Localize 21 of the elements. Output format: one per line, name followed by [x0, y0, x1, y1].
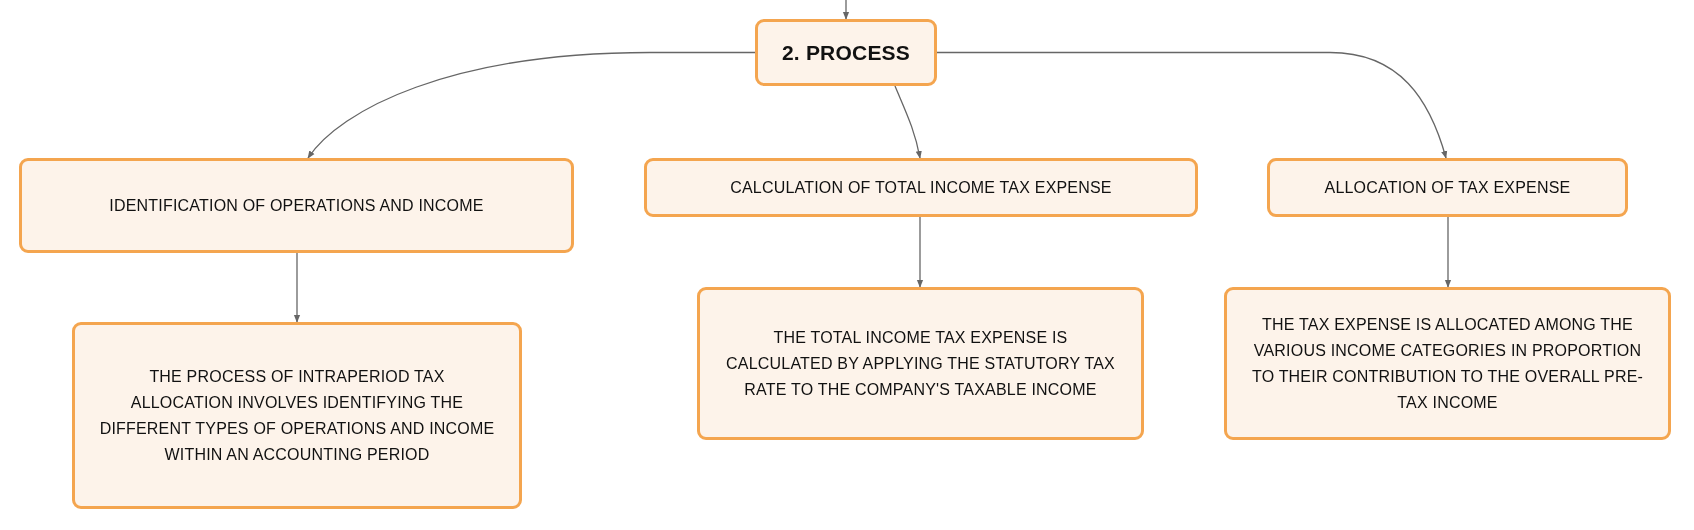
box-text: CALCULATION OF TOTAL INCOME TAX EXPENSE	[730, 177, 1112, 198]
connector-arrow	[1444, 216, 1452, 288]
box-text: THE TAX EXPENSE IS ALLOCATED AMONG THE VARIOUS INCOME CATEGORIES IN PROPORTION TO THEIR CONTRIBUTION TO THE OVERALL PRE-TAX INCOME	[1250, 314, 1645, 413]
connector-arrow	[916, 216, 924, 288]
process-step-box	[1267, 158, 1628, 217]
connector-arrow	[293, 252, 301, 323]
connector-arrow	[307, 51, 756, 159]
process-step-box	[19, 158, 574, 253]
box-text: IDENTIFICATION OF OPERATIONS AND INCOME	[109, 195, 484, 216]
description-box	[697, 287, 1144, 440]
description-box	[72, 322, 522, 509]
topic-box	[755, 19, 937, 86]
connector-arrow	[936, 51, 1447, 159]
box-text: 2. PROCESS	[781, 42, 910, 63]
connector-arrow	[894, 85, 922, 159]
box-text: ALLOCATION OF TAX EXPENSE	[1324, 177, 1571, 198]
box-text: THE TOTAL INCOME TAX EXPENSE IS CALCULATED BY APPLYING THE STATUTORY TAX RATE TO THE COMPANY'S TAXABLE INCOME	[725, 327, 1116, 400]
description-box	[1224, 287, 1671, 440]
connector-arrow	[842, 0, 850, 20]
box-text: THE PROCESS OF INTRAPERIOD TAX ALLOCATION INVOLVES IDENTIFYING THE DIFFERENT TYPES OF OPERATIONS AND INCOME WITHIN AN ACCOUNTING PERIOD	[98, 366, 496, 465]
process-step-box	[644, 158, 1198, 217]
